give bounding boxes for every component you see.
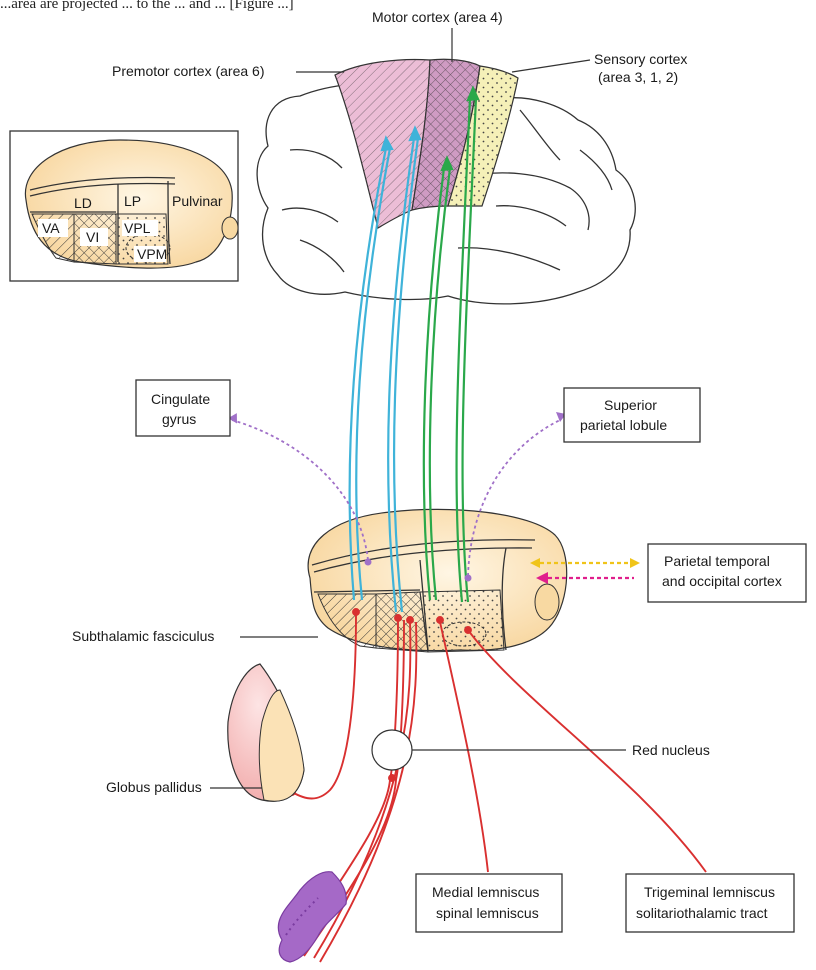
- motor-cortex-label: Motor cortex (area 4): [372, 9, 503, 25]
- parietal-temporal-box: Parietal temporal and occipital cortex: [648, 544, 806, 602]
- association-origin-left: [365, 559, 372, 566]
- cingulate-gyrus-box: Cingulate gyrus: [136, 380, 230, 436]
- sensory-cortex-label-line1: Sensory cortex: [594, 51, 687, 67]
- medial-label-line1: Medial lemniscus: [432, 884, 539, 900]
- inset-label-vi: VI: [86, 229, 99, 245]
- trigeminal-lemniscus-box: Trigeminal lemniscus solitariothalamic t…: [626, 874, 794, 932]
- caption-fragment: ...area are projected ... to the ... and…: [0, 0, 294, 12]
- superior-label-line1: Superior: [604, 397, 657, 413]
- red-nucleus-label: Red nucleus: [632, 742, 710, 758]
- sensory-cortex-label-line2: (area 3, 1, 2): [598, 69, 678, 85]
- inset-label-va: VA: [42, 220, 60, 236]
- superior-parietal-box: Superior parietal lobule: [564, 388, 700, 442]
- inset-label-vpm: VPM: [137, 246, 167, 262]
- parietal-label-line2: and occipital cortex: [662, 573, 782, 589]
- cingulate-label-line2: gyrus: [162, 411, 196, 427]
- inset-label-lp: LP: [124, 193, 141, 209]
- superior-label-line2: parietal lobule: [580, 417, 667, 433]
- subthalamic-fasciculus-label: Subthalamic fasciculus: [72, 628, 214, 644]
- trigeminal-label-line2: solitariothalamic tract: [636, 905, 768, 921]
- premotor-cortex-label: Premotor cortex (area 6): [112, 63, 265, 79]
- trigeminal-label-line1: Trigeminal lemniscus: [644, 884, 775, 900]
- cingulate-label-line1: Cingulate: [151, 391, 210, 407]
- thalamus-main: [308, 509, 567, 652]
- parietal-label-line1: Parietal temporal: [664, 553, 770, 569]
- inset-label-pulvinar: Pulvinar: [172, 193, 223, 209]
- medial-lemniscus-box: Medial lemniscus spinal lemniscus: [416, 874, 562, 932]
- association-origin-right: [465, 575, 472, 582]
- red-nucleus: [372, 730, 412, 770]
- dentate-nucleus: [278, 872, 346, 962]
- inset-label-vpl: VPL: [124, 220, 151, 236]
- inset-label-ld: LD: [74, 195, 92, 211]
- globus-pallidus: [228, 664, 304, 801]
- globus-pallidus-label: Globus pallidus: [106, 779, 202, 795]
- medial-label-line2: spinal lemniscus: [436, 905, 539, 921]
